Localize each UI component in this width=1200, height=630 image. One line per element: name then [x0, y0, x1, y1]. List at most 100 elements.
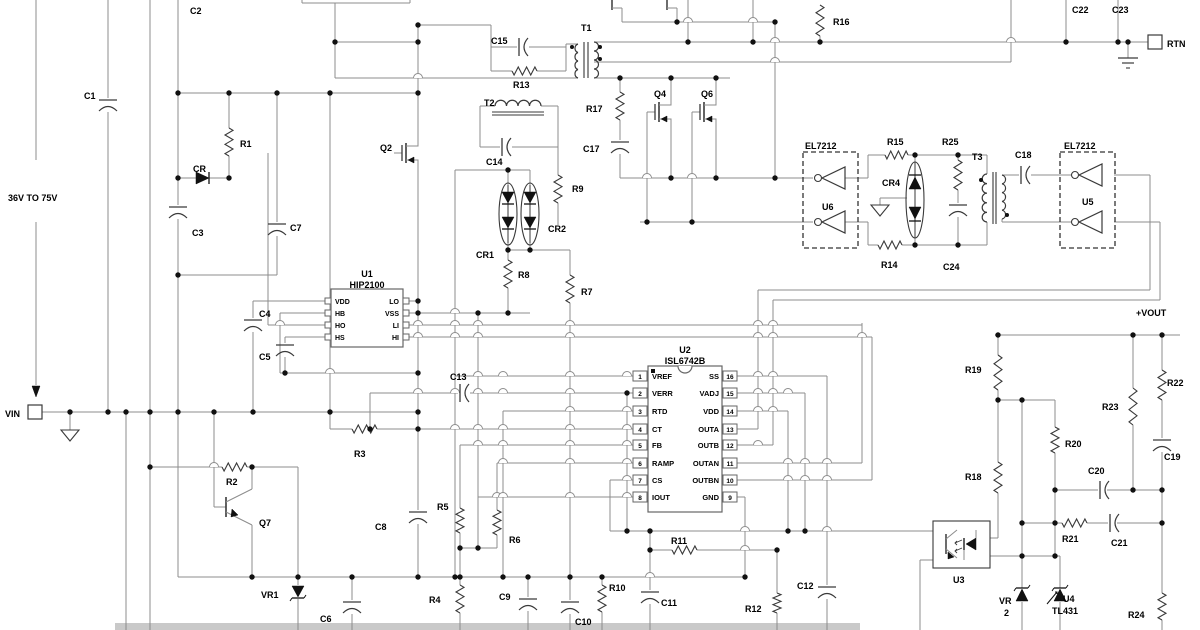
ref-label: C24 — [943, 262, 960, 272]
ref-label: R23 — [1102, 402, 1119, 412]
junction-dot — [995, 332, 1001, 338]
junction-dot — [955, 242, 961, 248]
resistor-R17 — [614, 91, 626, 121]
resistor-R7 — [564, 274, 576, 304]
capacitor-C15 — [523, 37, 529, 57]
ref-label: CR — [193, 164, 206, 174]
ref-label: R3 — [354, 449, 366, 459]
dual-diode-CR1 — [498, 182, 518, 246]
zener-U4 — [1065, 584, 1069, 589]
wire-hop — [275, 320, 285, 326]
wire-hop — [565, 492, 575, 498]
junction-dot — [599, 574, 605, 580]
ic-U2-pin — [632, 370, 648, 382]
mosfet-arrow — [407, 156, 415, 164]
ic-U2-pin-label: OUTBN — [692, 476, 719, 485]
wire-hop — [800, 475, 810, 481]
resistor-R1 — [223, 127, 235, 157]
junction-dot — [327, 409, 333, 415]
wire-hop — [473, 424, 483, 430]
wire-hop — [768, 332, 778, 338]
ref-label: T3 — [972, 152, 983, 162]
ref-label: VR1 — [261, 590, 279, 600]
junction-dot — [668, 75, 674, 81]
resistor-R12 — [771, 592, 783, 614]
ic-U2-pin-num: 1 — [638, 374, 642, 381]
junction-dot — [685, 39, 691, 45]
ref-label: Q6 — [701, 89, 713, 99]
wire-hop — [622, 406, 632, 412]
junction-dot — [105, 409, 111, 415]
ic-U2-pin — [632, 491, 648, 503]
ic-U2-pin-num: 10 — [726, 478, 734, 485]
junction-dot — [415, 39, 421, 45]
ic-U1-pin — [324, 309, 332, 317]
junction-dot — [1130, 332, 1136, 338]
ic-U1-pin — [402, 321, 410, 329]
ref-label: C20 — [1088, 466, 1105, 476]
wire-hop — [768, 371, 778, 377]
resistor-R22 — [1156, 369, 1168, 401]
junction-dot — [1063, 39, 1069, 45]
ic-U2-pin-num: 3 — [638, 409, 642, 416]
junction-dot — [1115, 39, 1121, 45]
junction-dot — [802, 528, 808, 534]
ic-U2-pin — [632, 405, 648, 417]
wire-hop — [565, 332, 575, 338]
ref-label: C10 — [575, 617, 592, 627]
wire-hop — [565, 458, 575, 464]
ic-U2-pin-label: RTD — [652, 407, 668, 416]
junction-dot — [1019, 520, 1025, 526]
zener-VR2 — [1013, 587, 1017, 592]
wire-hop — [473, 388, 483, 394]
polarity-dot — [570, 45, 574, 49]
ref-label: R20 — [1065, 439, 1082, 449]
ref-label: R1 — [240, 139, 252, 149]
junction-dot — [912, 152, 918, 158]
capacitor-C21 — [1114, 513, 1120, 533]
capacitor-C10 — [560, 607, 580, 614]
wire-hop — [498, 492, 508, 498]
ic-U2-pin-num: 16 — [726, 374, 734, 381]
junction-dot — [147, 464, 153, 470]
ic-U2-pin-num: 6 — [638, 461, 642, 468]
ref-label: 36V TO 75V — [8, 193, 57, 203]
ic-U1-pin-label: HB — [335, 311, 345, 318]
junction-dot — [226, 175, 232, 181]
ic-U2-pin-label: CT — [652, 425, 662, 434]
ic-U2-pin-label: VADJ — [700, 389, 719, 398]
wire-hop — [622, 440, 632, 446]
resistor-R14 — [877, 239, 903, 251]
winding — [593, 41, 600, 79]
ref-label: R10 — [609, 583, 626, 593]
ic-U1 — [330, 288, 404, 348]
zener-VR1 — [291, 585, 305, 598]
polarity-dot — [1005, 213, 1009, 217]
ic-U2-pin1-mark — [651, 369, 655, 373]
wire-hop — [498, 388, 508, 394]
wire-hop — [450, 332, 460, 338]
ref-label: Q2 — [380, 143, 392, 153]
resistor-R13 — [511, 65, 538, 77]
junction-dot — [274, 90, 280, 96]
junction-dot — [367, 426, 373, 432]
zener-VR2 — [1015, 588, 1029, 602]
bjt-Q7 — [225, 511, 253, 526]
bottom-band — [115, 623, 860, 630]
diode-CR4 — [908, 176, 922, 190]
junction-dot — [415, 90, 421, 96]
wire-hop — [413, 388, 423, 394]
ref-label: C6 — [320, 614, 332, 624]
junction-dot — [624, 390, 630, 396]
ref-label: R18 — [965, 472, 982, 482]
ic-U1-pin — [402, 333, 410, 341]
ref-label: +VOUT — [1136, 308, 1167, 318]
capacitor-C9 — [518, 604, 538, 611]
junction-dot — [505, 310, 511, 316]
inverter-bubble — [813, 173, 823, 183]
ic-U1-pin-label: LI — [393, 323, 399, 330]
junction-dot — [226, 90, 232, 96]
polarity-dot — [598, 57, 602, 61]
ic-U2-pin-num: 15 — [726, 391, 734, 398]
ic-U2-pin-num: 7 — [638, 478, 642, 485]
